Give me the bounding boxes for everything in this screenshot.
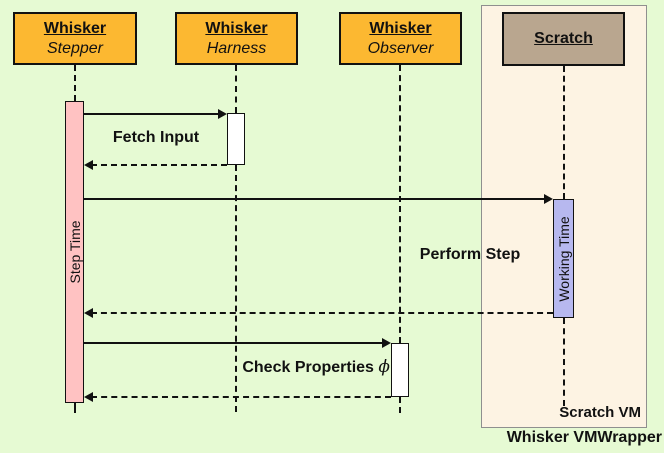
arrowhead-right-icon [218,109,227,119]
actor-title: Whisker [43,19,107,37]
arrowhead-right-icon [544,194,553,204]
working-time-activation-bar: Working Time [553,199,574,318]
harness-lifeline [235,165,237,412]
actor-title: Scratch [534,30,593,47]
arrowhead-left-icon [84,308,93,318]
arrow-shaft [91,396,391,398]
harness-lifeline [235,65,237,113]
actor-scratch: Scratch [502,12,625,66]
actor-subtitle: Stepper [46,39,104,57]
arrow-shaft [84,113,220,115]
check-properties-message-label: Check Properties ϕ [228,357,390,377]
stepper-lifeline [74,65,76,101]
scratch-lifeline [563,66,565,199]
arrowhead-left-icon [84,160,93,170]
actor-title: Whisker [205,19,268,37]
scratch-vm-frame-label: Scratch VM [559,404,641,421]
working-time-label: Working Time [555,215,572,302]
arrowhead-right-icon [382,338,391,348]
observer-activation-bar [391,343,409,397]
phi-symbol: ϕ [378,357,390,377]
fetch-input-message-label: Fetch Input [112,129,200,146]
harness-activation-bar [227,113,245,165]
check-properties-text: Check Properties [242,359,374,376]
actor-subtitle: Harness [206,39,267,57]
scratch-lifeline [563,318,565,406]
diagram-caption: Whisker VMWrapper [506,429,662,446]
arrow-shaft [84,342,384,344]
stepper-lifeline [74,403,76,413]
observer-lifeline [399,397,401,413]
step-time-activation-bar: Step Time [65,101,84,403]
perform-step-message-label: Perform Step [419,246,521,263]
arrow-shaft [91,312,553,314]
arrow-shaft [84,198,546,200]
step-time-label: Step Time [66,220,83,284]
actor-whisker-stepper: Whisker Stepper [13,12,137,65]
actor-subtitle: Observer [367,39,434,57]
actor-title: Whisker [369,19,432,37]
actor-whisker-harness: Whisker Harness [175,12,298,65]
actor-whisker-observer: Whisker Observer [339,12,462,65]
observer-lifeline [399,65,401,343]
arrowhead-left-icon [84,392,93,402]
arrow-shaft [91,164,227,166]
